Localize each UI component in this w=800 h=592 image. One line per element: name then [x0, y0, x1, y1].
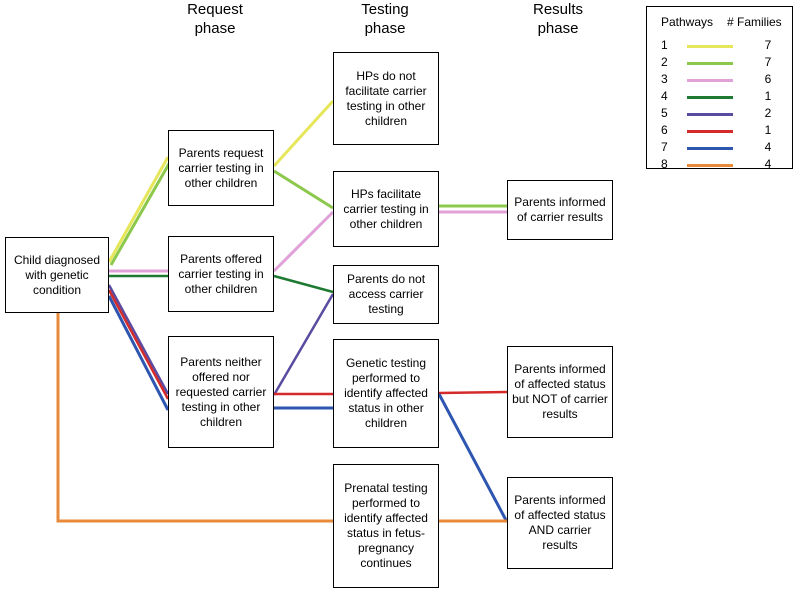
box-parents-not-access: Parents do not access carrier testing [333, 265, 439, 324]
box-informed-affected-and-carrier: Parents informed of affected status AND … [507, 477, 613, 569]
legend-pathway-number: 1 [661, 38, 668, 52]
legend-pathway-number: 4 [661, 89, 668, 103]
legend-pathway-number: 8 [661, 157, 668, 171]
legend-family-count: 1 [764, 123, 772, 137]
box-informed-carrier: Parents informed of carrier results [507, 180, 613, 240]
legend-swatch [687, 113, 733, 116]
legend-row: 8 4 [647, 157, 792, 174]
legend-pathway-number: 5 [661, 106, 668, 120]
edge-p7-genetic-informed-and [437, 393, 509, 523]
box-hps-not-facilitate: HPs do not facilitate carrier testing in… [333, 52, 439, 145]
box-informed-affected-not-carrier: Parents informed of affected status but … [507, 346, 613, 438]
box-parents-neither: Parents neither offered nor requested ca… [168, 336, 274, 448]
edge-p1-child-request [107, 156, 170, 263]
legend-swatch [687, 164, 733, 167]
phase-testing-title: Testing phase [361, 1, 409, 37]
legend-row: 3 6 [647, 72, 792, 89]
edge-p8-child-prenatal [56, 313, 333, 523]
box-parents-request: Parents request carrier testing in other… [168, 130, 274, 206]
box-child-diagnosed: Child diagnosed with genetic condition [5, 237, 109, 313]
edge-p6-child-neither [107, 289, 170, 400]
legend-swatch [687, 45, 733, 48]
edge-p6-genetic-informed-not [438, 390, 508, 395]
box-prenatal-testing: Prenatal testing performed to identify a… [333, 464, 439, 588]
phase-request-title: Request phase [187, 1, 243, 37]
legend-family-count: 4 [764, 140, 772, 154]
legend-swatch [687, 62, 733, 65]
box-parents-offered: Parents offered carrier testing in other… [168, 236, 274, 312]
edge-p5-neither-notaccess [272, 293, 335, 396]
legend-row: 1 7 [647, 38, 792, 55]
legend-pathway-number: 6 [661, 123, 668, 137]
legend-family-count: 7 [764, 55, 772, 69]
legend-swatch [687, 79, 733, 82]
legend-swatch [687, 96, 733, 99]
edge-p1-request-hpnot [272, 99, 335, 168]
legend-header-families: # Families [727, 15, 782, 29]
legend-pathway-number: 3 [661, 72, 668, 86]
legend-family-count: 2 [764, 106, 772, 120]
legend-swatch [687, 147, 733, 150]
legend-family-count: 6 [764, 72, 772, 86]
legend-header-pathways: Pathways [661, 15, 714, 29]
edge-p5-child-neither [107, 284, 170, 395]
box-genetic-testing: Genetic testing performed to identify af… [333, 339, 439, 448]
legend-row: 7 4 [647, 140, 792, 157]
pathway-legend: Pathways # Families 1 7 2 7 3 6 4 1 5 2 … [646, 6, 793, 171]
legend-swatch [687, 130, 733, 133]
legend-row: 4 1 [647, 89, 792, 106]
legend-family-count: 1 [764, 89, 772, 103]
legend-row: 2 7 [647, 55, 792, 72]
box-hps-facilitate: HPs facilitate carrier testing in other … [333, 171, 439, 247]
legend-family-count: 4 [764, 157, 772, 171]
legend-pathway-number: 7 [661, 140, 668, 154]
legend-pathway-number: 2 [661, 55, 668, 69]
edge-p2-child-request [109, 161, 172, 266]
phase-results-title: Results phase [532, 1, 584, 37]
legend-family-count: 7 [764, 38, 772, 52]
edge-p2-request-hpfac [273, 169, 334, 210]
legend-row: 6 1 [647, 123, 792, 140]
legend-row: 5 2 [647, 106, 792, 123]
edge-p4-offered-notaccess [273, 274, 334, 294]
edge-p7-child-neither [107, 295, 170, 411]
edge-p3-offered-hpfac [272, 210, 335, 273]
